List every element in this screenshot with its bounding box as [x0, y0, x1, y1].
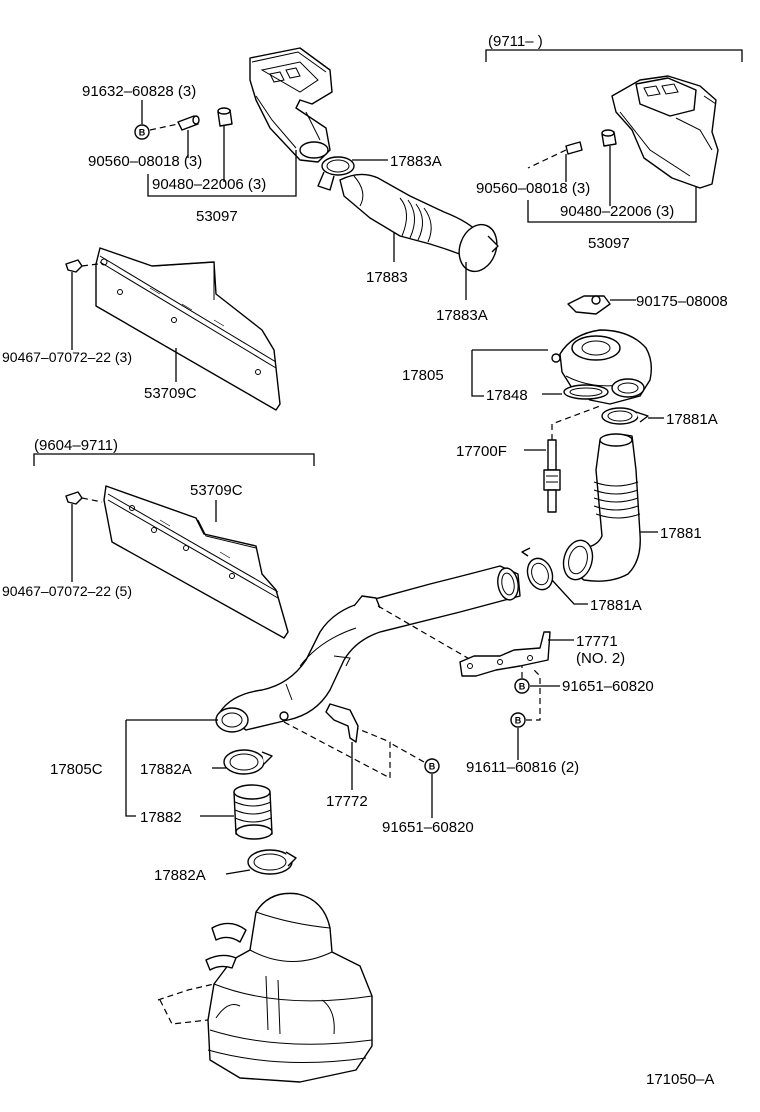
leader-17881A-bottom [551, 579, 588, 605]
label-91651-60820-lower: 91651–60820 [382, 819, 474, 836]
bracket-17771 [459, 631, 551, 677]
hose-clamp-17881A-bottom [521, 547, 554, 591]
grommet-90480-22006-left [217, 107, 233, 127]
label-53097-left: 53097 [196, 208, 238, 225]
hose-17882 [233, 784, 273, 840]
hose-clamp-17882A-top [223, 749, 273, 775]
label-17882A-bottom: 17882A [154, 867, 206, 884]
label-17700F: 17700F [456, 443, 507, 460]
date-range-bracket-upper-right [485, 49, 743, 62]
label-17771: 17771 [576, 633, 618, 650]
label-90480-22006-right: 90480–22006 (3) [560, 203, 674, 220]
label-53709C-upper: 53709C [144, 385, 197, 402]
pin-90560-08018-left [177, 115, 200, 131]
hose-clamp-17881A-top [601, 407, 649, 425]
label-17772: 17772 [326, 793, 368, 810]
label-91611-60816: 91611–60816 (2) [466, 759, 579, 776]
clip-90467-07072-22-lower [65, 491, 103, 505]
leader-17805C [125, 719, 218, 817]
label-17883A-bottom: 17883A [436, 307, 488, 324]
hose-clamp-17883A-top [317, 156, 355, 191]
label-17848: 17848 [486, 387, 528, 404]
clip-90175-08008 [567, 295, 611, 315]
label-17883A-top: 17883A [390, 153, 442, 170]
date-range-bracket-left [33, 453, 315, 466]
air-cleaner-housing [157, 892, 373, 1083]
label-17805: 17805 [402, 367, 444, 384]
sensor-17700F [543, 405, 601, 513]
label-90467-07072-22-3: 90467–07072–22 (3) [2, 349, 132, 365]
date-range-left: (9604–9711) [34, 437, 118, 454]
label-17771-no2: (NO. 2) [576, 650, 625, 667]
label-17881A-bottom: 17881A [590, 597, 642, 614]
label-17883: 17883 [366, 269, 408, 286]
label-17805C: 17805C [50, 761, 103, 778]
date-range-upper-right: (9711– ) [488, 33, 543, 50]
bolt-91651-60820-right: B [514, 666, 530, 694]
air-hose-17881 [562, 433, 641, 582]
bolt-marker: B [429, 762, 436, 772]
label-90560-08018-right: 90560–08018 (3) [476, 180, 590, 197]
gasket-17848 [563, 384, 609, 400]
leader-17882A-bottom [225, 869, 251, 875]
intake-pipe-17805C [215, 565, 521, 733]
label-90560-08018-left: 90560–08018 (3) [88, 153, 202, 170]
label-90175-08008: 90175–08008 [636, 293, 728, 310]
label-17881: 17881 [660, 525, 702, 542]
bolt-91611-60816: B [510, 667, 541, 728]
label-17882A-top: 17882A [140, 761, 192, 778]
bolt-marker: B [515, 716, 522, 726]
grommet-90480-22006-right [601, 129, 617, 147]
bolt-marker: B [519, 682, 526, 692]
leader-53097-left [147, 150, 297, 197]
label-91651-60820-right: 91651–60820 [562, 678, 654, 695]
bolt-marker: B [139, 128, 146, 138]
shield-53709C-upper [95, 247, 281, 411]
label-17881A-top: 17881A [666, 411, 718, 428]
label-53097-right: 53097 [588, 235, 630, 252]
bracket-17772 [325, 703, 359, 743]
leader-53097-right [527, 186, 697, 223]
pin-90560-08018-right [527, 141, 583, 169]
hose-clamp-17882A-bottom [247, 849, 297, 875]
label-17882: 17882 [140, 809, 182, 826]
hose-clamp-17883A-bottom [458, 223, 499, 273]
bolt-91632-60828: B [134, 123, 179, 140]
shield-53709C-lower [103, 485, 289, 639]
label-53709C-lower: 53709C [190, 482, 243, 499]
bolt-91651-60820-lower: B [391, 743, 440, 774]
clip-90467-07072-22-upper [65, 259, 99, 273]
figure-id: 171050–A [646, 1071, 714, 1088]
air-inlet-duct-upper-left [249, 47, 333, 163]
label-91632-60828: 91632–60828 (3) [82, 83, 196, 100]
air-inlet-duct-upper-right [611, 75, 719, 189]
label-90467-07072-22-5: 90467–07072–22 (5) [2, 583, 132, 599]
leader-17805 [471, 349, 548, 397]
label-90480-22006-left: 90480–22006 (3) [152, 176, 266, 193]
dash-pipe-to-bracket-17772 [283, 721, 391, 779]
